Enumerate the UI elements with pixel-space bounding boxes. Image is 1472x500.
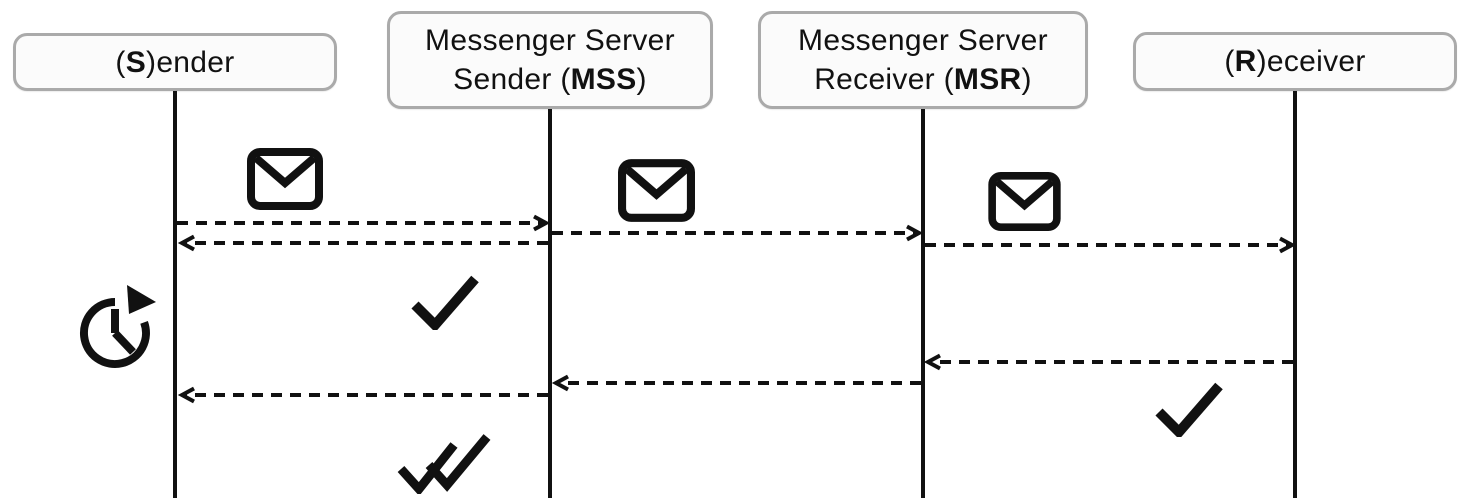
actor-msr-label-line2: Receiver (MSR) [814, 63, 1032, 96]
envelope-icon [247, 148, 323, 210]
actor-msr-label-line1: Messenger Server [798, 24, 1048, 57]
double-check-icon [397, 434, 491, 494]
actor-receiver-label: (R)eceiver [1224, 45, 1366, 78]
actor-box-msr: Messenger Server Receiver (MSR) [758, 11, 1088, 109]
envelope-icon [618, 159, 695, 222]
clock-retry-icon [80, 285, 156, 368]
arrow-msr-to-receiver [925, 236, 1297, 254]
arrow-sender-to-mss [177, 214, 551, 232]
actor-box-sender: (S)ender [13, 33, 337, 91]
actor-mss-label-line2: Sender (MSS) [453, 63, 647, 96]
arrow-mss-to-sender-ack [177, 234, 548, 252]
single-check-icon [411, 275, 479, 330]
actor-sender-label: (S)ender [115, 45, 235, 79]
actor-box-mss: Messenger Server Sender (MSS) [387, 11, 713, 109]
actor-box-receiver: (R)eceiver [1133, 32, 1457, 91]
arrow-mss-to-msr [552, 224, 924, 242]
single-check-icon [1155, 382, 1223, 437]
arrow-msr-to-mss [551, 374, 921, 392]
arrow-mss-to-sender-delivery [177, 386, 548, 404]
actor-mss-label-line1: Messenger Server [425, 24, 675, 57]
envelope-icon [988, 172, 1061, 231]
arrow-receiver-to-msr [923, 353, 1293, 371]
